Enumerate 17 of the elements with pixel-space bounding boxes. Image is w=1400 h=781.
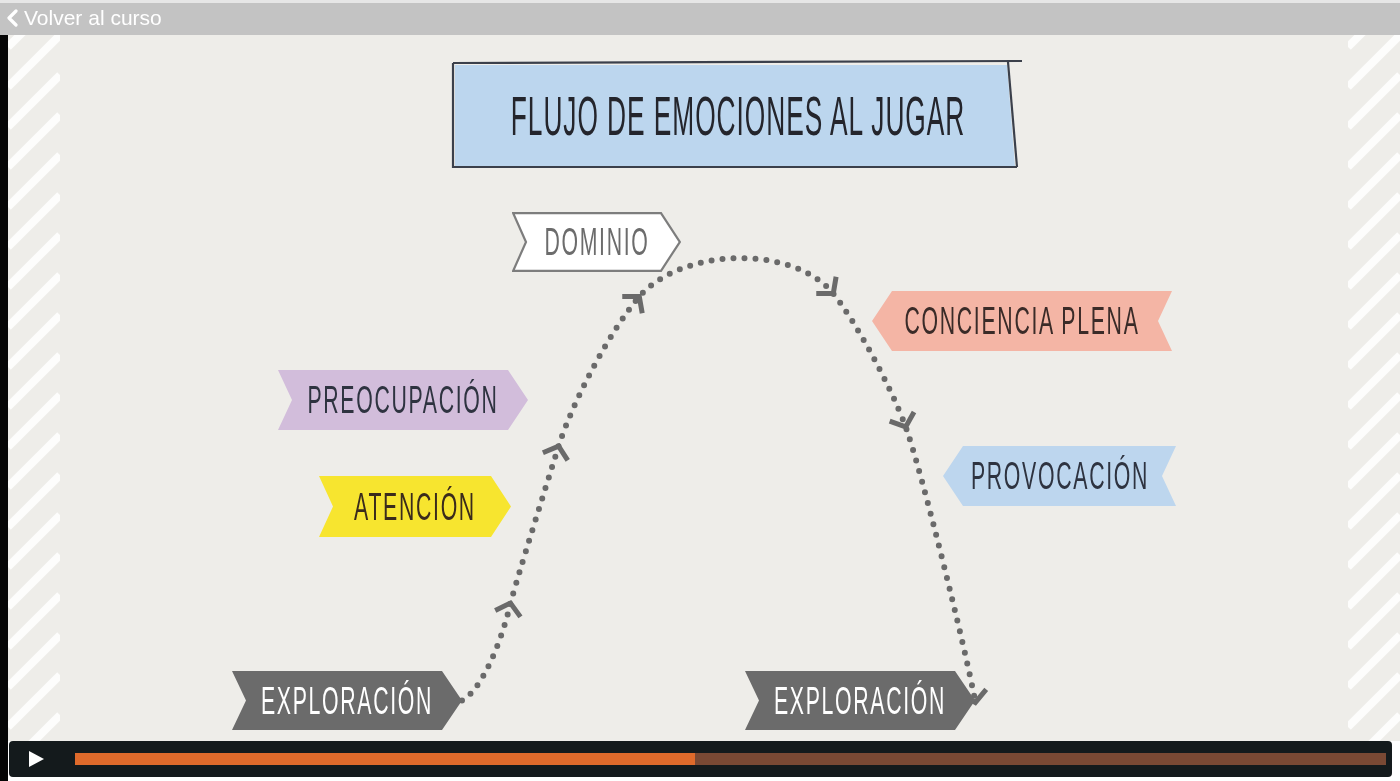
title-text: FLUJO DE EMOCIONES AL JUGAR: [510, 87, 965, 144]
tag-banner: [512, 212, 681, 272]
tag-banner: [319, 476, 511, 537]
tag-banner: [232, 671, 462, 730]
dotted-curve-arrow: [459, 255, 988, 706]
tag-banner: [943, 446, 1176, 506]
tag-label: PREOCUPACIÓN: [307, 381, 499, 419]
tag-label: DOMINIO: [543, 223, 650, 261]
tag-label: CONCIENCIA PLENA: [904, 302, 1140, 340]
tag-label: EXPLORACIÓN: [773, 681, 947, 720]
tag-banner: [745, 671, 975, 730]
tag-label: PROVOCACIÓN: [970, 457, 1149, 495]
tag-banner: [278, 370, 528, 430]
tag-label: ATENCIÓN: [354, 487, 476, 526]
tag-label: EXPLORACIÓN: [260, 681, 434, 720]
back-link: Volver al curso: [6, 5, 162, 30]
tag-banner: [872, 291, 1172, 351]
